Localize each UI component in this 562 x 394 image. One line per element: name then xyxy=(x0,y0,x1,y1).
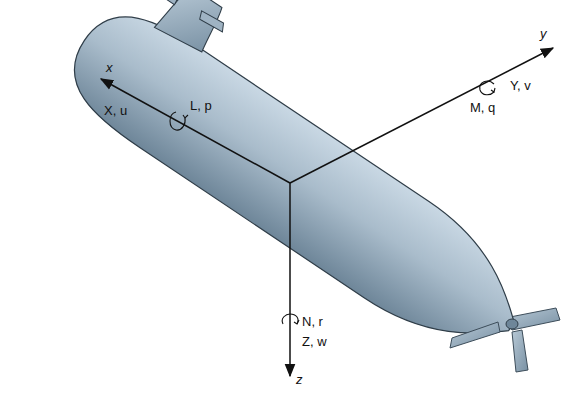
moment-label: M, q xyxy=(470,100,495,115)
axis-name: x xyxy=(106,60,113,75)
force-label: Y, v xyxy=(510,78,531,93)
moment-label: L, p xyxy=(190,98,212,113)
axis-name: z xyxy=(296,372,303,387)
axis-name: y xyxy=(540,26,547,41)
force-label: Z, w xyxy=(302,334,327,349)
force-label: X, u xyxy=(104,103,127,118)
moment-label: N, r xyxy=(302,314,323,329)
